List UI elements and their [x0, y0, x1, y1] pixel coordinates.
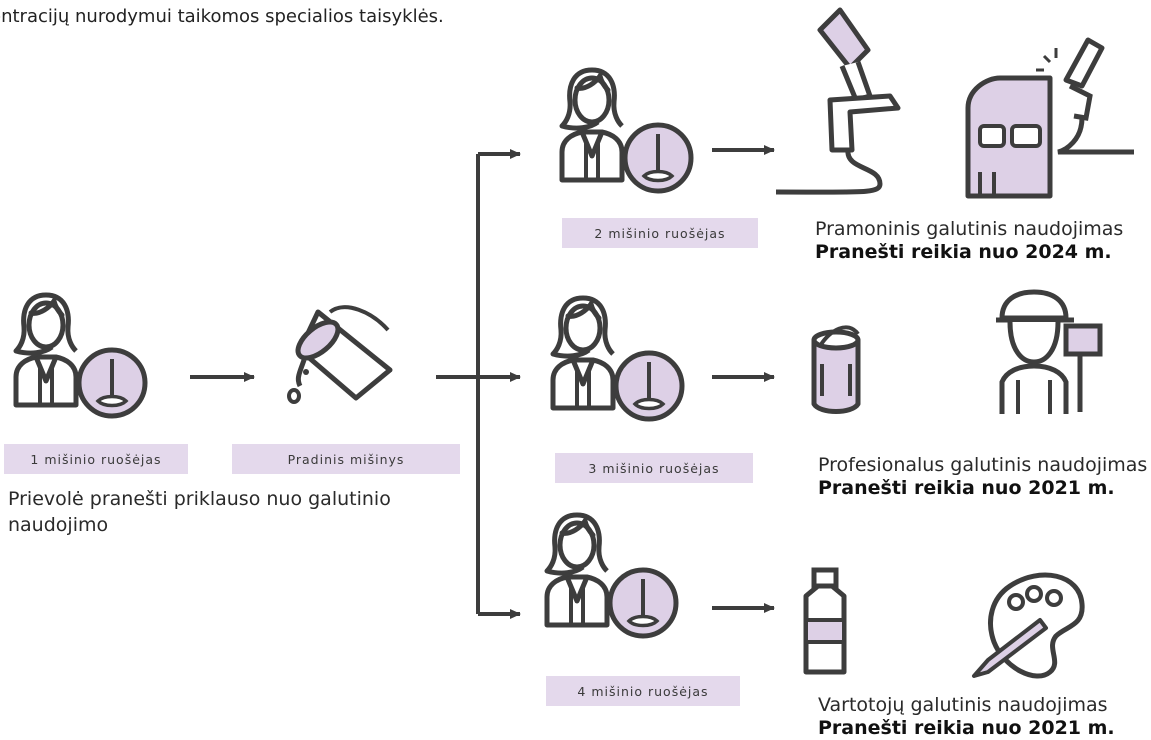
use-deadline: Pranešti reikia nuo 2024 m.	[815, 241, 1112, 263]
car-spray-icon	[965, 37, 1134, 199]
palette-icon	[972, 572, 1085, 679]
person-mixer-icon	[562, 70, 691, 191]
use-label: Vartotojų galutinis naudojimas	[818, 694, 1108, 716]
paint-can-icon	[811, 325, 861, 414]
use-deadline: Pranešti reikia nuo 2021 m.	[818, 717, 1115, 739]
paint-tube-icon	[803, 567, 847, 675]
paint-bucket-icon	[287, 305, 393, 404]
use-label: Profesionalus galutinis naudojimas	[818, 454, 1148, 476]
mixer-1-tag: 1 mišinio ruošėjas	[4, 444, 188, 474]
mixer-2-tag: 2 mišinio ruošėjas	[562, 218, 758, 248]
person-mixer-icon	[553, 298, 682, 419]
industrial-use-note: Pramoninis galutinis naudojimas Pranešti…	[815, 218, 1123, 264]
flow-arrows	[190, 145, 775, 619]
spray-gun-icon	[775, 7, 901, 195]
professional-use-note: Profesionalus galutinis naudojimas Prane…	[818, 454, 1147, 500]
intro-text: entracijų nurodymui taikomos specialios …	[0, 6, 444, 27]
person-mixer-icon	[547, 515, 676, 636]
use-label: Pramoninis galutinis naudojimas	[815, 218, 1124, 240]
painter-icon	[996, 289, 1103, 414]
consumer-use-note: Vartotojų galutinis naudojimas Pranešti …	[818, 694, 1115, 740]
mixer-4-tag: 4 mišinio ruošėjas	[546, 676, 740, 706]
person-mixer-icon	[16, 295, 145, 416]
duty-text: Prievolė pranešti priklauso nuo galutini…	[8, 488, 391, 536]
initial-mixture-tag: Pradinis mišinys	[232, 444, 460, 474]
use-deadline: Pranešti reikia nuo 2021 m.	[818, 477, 1115, 499]
mixer-3-tag: 3 mišinio ruošėjas	[555, 453, 753, 483]
